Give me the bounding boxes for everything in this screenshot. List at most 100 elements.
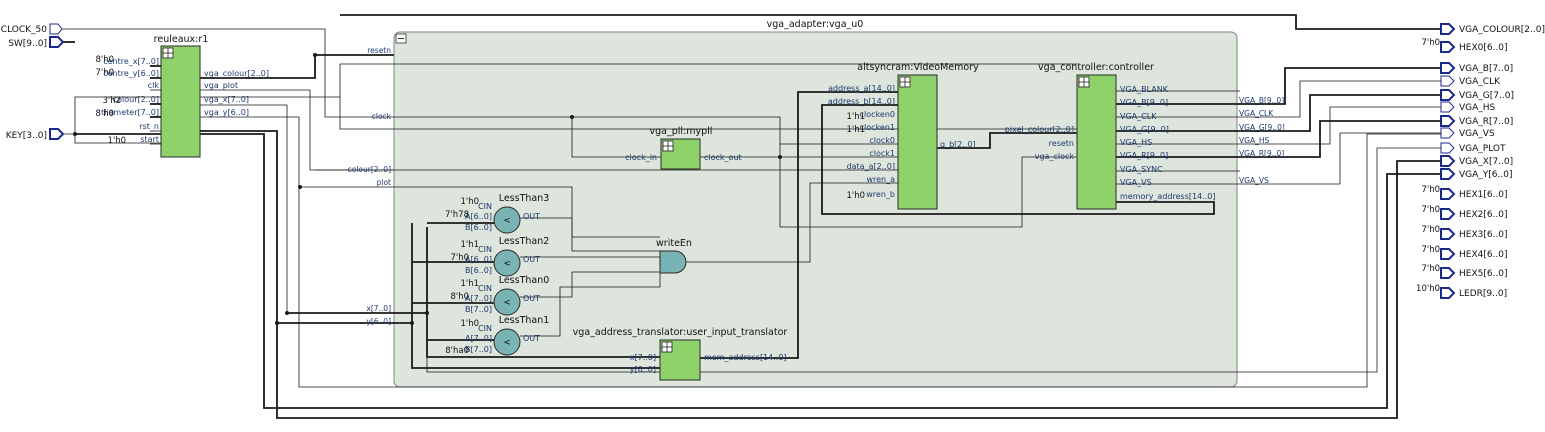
input-port-clock-50[interactable]: CLOCK_50: [1, 23, 63, 35]
adapter-ports: resetn clock colour[2..0] plot x[7..0] y…: [348, 46, 392, 326]
input-port-key[interactable]: KEY[3..0]: [6, 128, 65, 141]
pll-block[interactable]: vga_pll:mypll clock_in clock_out: [625, 126, 742, 170]
output-port-hex4[interactable]: HEX4[6..0] 7'h0: [1421, 245, 1508, 260]
reuleaux-input-pin: rst_n: [139, 122, 159, 131]
comparator-cin-pin: CIN: [478, 284, 492, 293]
output-port-vga-y[interactable]: VGA_Y[6..0]: [1440, 168, 1512, 180]
output-port-label: HEX4[6..0]: [1459, 250, 1508, 260]
output-port-label: VGA_B[7..0]: [1459, 64, 1513, 74]
vga-adapter-block[interactable]: vga_adapter:vga_u0: [393, 19, 1238, 388]
output-port-vga-plot[interactable]: VGA_PLOT: [1440, 142, 1506, 154]
svg-text:vga_pll:mypll: vga_pll:mypll: [650, 126, 713, 137]
output-port-vga-clk[interactable]: VGA_CLK: [1440, 75, 1501, 87]
reuleaux-output-pin: vga_plot: [204, 81, 238, 90]
comparators: LessThan3<CINA[6..0]B[6..0]OUT1'h07'h78L…: [445, 193, 549, 356]
output-port-hex3[interactable]: HEX3[6..0]7'h0: [1421, 225, 1508, 240]
svg-text:x[7..0]: x[7..0]: [630, 353, 656, 362]
address-translator-block[interactable]: vga_address_translator:user_input_transl…: [573, 327, 788, 381]
constant-value: 7'h0: [1421, 245, 1440, 255]
video-memory-block[interactable]: altsyncram:VideoMemory address_a[14..0]a…: [828, 62, 979, 210]
output-port-vga-b[interactable]: VGA_B[7..0]: [1440, 62, 1513, 74]
constant-value: 7'h0: [1421, 185, 1440, 195]
output-port-vga-hs[interactable]: VGA_HS: [1440, 101, 1496, 113]
svg-text:y[6..0]: y[6..0]: [630, 365, 656, 374]
output-port-label: VGA_R[7..0]: [1459, 117, 1513, 127]
reuleaux-input-pin: centre_y[6..0]: [103, 69, 159, 78]
controller-output-pin: VGA_BLANK: [1120, 85, 1169, 94]
comparator-title: LessThan2: [499, 236, 550, 247]
comparator-title: LessThan1: [499, 315, 550, 326]
constant-value: 1'h1: [460, 240, 479, 250]
output-port-label: HEX0[6..0]: [1459, 43, 1508, 53]
memory-input-pin: clock0: [869, 136, 895, 145]
less-than-symbol: <: [503, 216, 510, 226]
comparator-cin-pin: CIN: [478, 324, 492, 333]
constant-value: 1'h0: [107, 136, 126, 146]
memory-input-pin: wren_a: [866, 175, 895, 184]
svg-text:KEY[3..0]: KEY[3..0]: [6, 131, 47, 141]
output-port-ledr[interactable]: LEDR[9..0]10'h0: [1416, 284, 1507, 299]
controller-input-pin: pixel_colour[2..0]: [1005, 125, 1074, 134]
constant-value: 1'h0: [460, 197, 479, 207]
output-port-hex1[interactable]: HEX1[6..0]7'h0: [1421, 185, 1508, 200]
constant-value: 7'h0: [1421, 205, 1440, 215]
wires: [62, 14, 1441, 419]
output-port-vga-colour[interactable]: VGA_COLOUR[2..0]: [1440, 23, 1545, 35]
reuleaux-input-pin: clk: [148, 81, 160, 90]
constant-value: 7'h0: [95, 68, 114, 78]
comparator-cin-pin: CIN: [478, 245, 492, 254]
output-port-vga-g[interactable]: VGA_G[7..0]: [1440, 89, 1514, 101]
output-port-label: VGA_G[7..0]: [1459, 91, 1514, 101]
comparator-b-pin: B[7..0]: [465, 345, 492, 354]
constant-value: 3'h2: [102, 96, 121, 106]
vga-controller-block[interactable]: vga_controller:controller pixel_colour[2…: [1005, 62, 1285, 210]
reuleaux-output-pin: vga_y[6..0]: [204, 108, 249, 117]
output-port-vga-vs[interactable]: VGA_VS: [1440, 127, 1495, 139]
output-port-hex0[interactable]: HEX0[6..0]7'h0: [1421, 38, 1508, 53]
output-port-hex5[interactable]: HEX5[6..0]7'h0: [1421, 264, 1508, 279]
write-enable-gate[interactable]: writeEn: [656, 238, 692, 274]
controller-output-pin: VGA_CLK: [1120, 112, 1157, 121]
controller-input-pin: vga_clock: [1035, 152, 1075, 161]
svg-text:CLOCK_50: CLOCK_50: [1, 25, 47, 35]
controller-input-pin: resetn: [1049, 139, 1074, 148]
reuleaux-output-pin: vga_x[7..0]: [204, 95, 249, 104]
comparator-a-pin: A[6..0]: [465, 212, 492, 221]
module-grid-icon: [1078, 76, 1090, 88]
module-grid-icon: [899, 76, 911, 88]
comparator-a-pin: A[6..0]: [465, 255, 492, 264]
output-port-hex2[interactable]: HEX2[6..0]7'h0: [1421, 205, 1508, 220]
constant-value: 8'h0: [95, 55, 114, 65]
controller-output-net: VGA_R[9..0]: [1239, 149, 1284, 158]
output-port-vga-x[interactable]: VGA_X[7..0]: [1440, 155, 1513, 167]
output-port-label: LEDR[9..0]: [1459, 289, 1507, 299]
svg-text:reuleaux:r1: reuleaux:r1: [154, 34, 209, 45]
svg-text:SW[9..0]: SW[9..0]: [8, 39, 47, 49]
module-grid-icon: [661, 341, 673, 353]
output-port-label: VGA_COLOUR[2..0]: [1459, 25, 1545, 35]
memory-output-pin: q_b[2..0]: [940, 140, 976, 149]
memory-input-pin: clocken0: [860, 110, 895, 119]
constant-value: 8'h0: [450, 292, 469, 302]
comparator-a-pin: A[7..0]: [465, 334, 492, 343]
svg-text:clock_out: clock_out: [704, 153, 742, 162]
controller-output-net: VGA_CLK: [1239, 109, 1274, 118]
reuleaux-input-pin: colour[2..0]: [113, 95, 159, 104]
constant-value: 1'h0: [460, 319, 479, 329]
output-port-label: HEX5[6..0]: [1459, 269, 1508, 279]
reuleaux-block[interactable]: reuleaux:r1 centre_x[7..0]centre_y[6..0]…: [95, 34, 269, 158]
input-port-sw[interactable]: SW[9..0]: [8, 36, 65, 49]
reuleaux-input-pin: diameter[7..0]: [101, 108, 159, 117]
svg-text:mem_address[14..0]: mem_address[14..0]: [704, 353, 787, 362]
output-port-label: VGA_VS: [1459, 129, 1495, 139]
constant-value: 8'ha0: [445, 346, 469, 356]
controller-output-net: VGA_B[9..0]: [1239, 96, 1284, 105]
adapter-port-y: y[6..0]: [366, 317, 391, 326]
output-port-label: VGA_Y[6..0]: [1459, 170, 1512, 180]
svg-text:writeEn: writeEn: [656, 238, 692, 249]
output-port-vga-r[interactable]: VGA_R[7..0]: [1440, 115, 1513, 127]
